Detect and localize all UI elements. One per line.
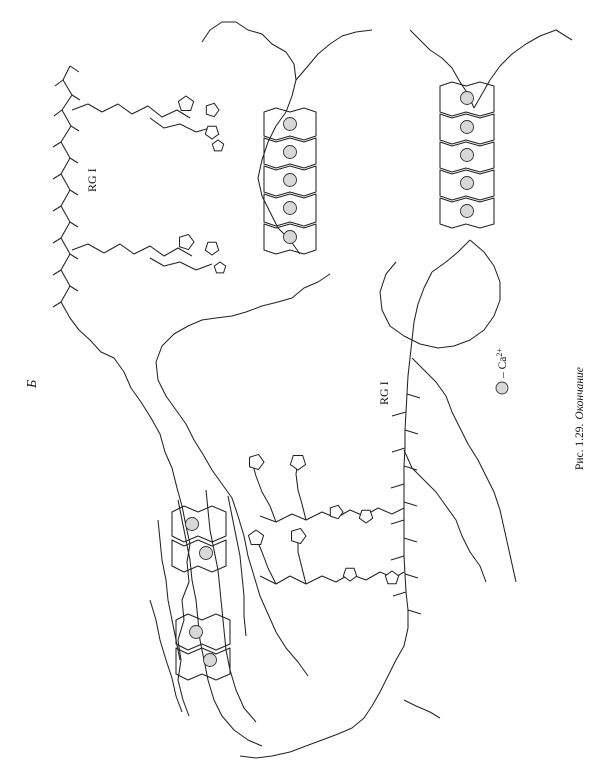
left-backbone-chain <box>60 65 191 717</box>
ca-ion-11 <box>185 517 199 531</box>
rg-upper-label: RG I <box>85 168 99 192</box>
upper-middle-branch <box>295 29 373 81</box>
ca-ion-2 <box>283 145 297 159</box>
legend-ca-text: – Ca <box>497 357 509 379</box>
right-loop-chain <box>379 239 501 349</box>
bottom-left-hook <box>149 599 183 713</box>
legend-ca-symbol <box>495 381 509 395</box>
sugar-ring-4 <box>211 139 225 152</box>
sugar-ring-3 <box>204 125 220 140</box>
lower-side-chain-2 <box>259 571 405 585</box>
lower-side-chain-4 <box>295 461 307 521</box>
right-bottom-chain <box>403 699 441 719</box>
ca-ion-6 <box>460 91 474 105</box>
rg-upper-side-chain-4 <box>149 257 213 271</box>
sugar-ring-2 <box>205 102 220 118</box>
panel-letter: Б <box>25 380 40 389</box>
legend-ca-label: – Ca2+ <box>495 348 509 379</box>
right-lower-chain-2 <box>403 449 487 583</box>
rg-upper-side-chain-2 <box>149 117 211 133</box>
ca-legend: – Ca2+ <box>495 348 509 395</box>
egg-box-lower-left-frame <box>171 505 231 681</box>
sugar-ring-12 <box>358 509 374 524</box>
figure-caption: Рис. 1.29. Окончание <box>574 367 586 470</box>
right-rg-backbone-zigzag <box>390 393 422 615</box>
egg-box-junctions <box>171 81 495 681</box>
caption-title: Окончание <box>574 367 586 420</box>
side-chain-rings <box>177 95 400 585</box>
ca-ion-9 <box>460 176 474 190</box>
ca-ion-3 <box>283 173 297 187</box>
ca-ion-1 <box>283 117 297 131</box>
egg-box-upper-left-frame <box>263 107 317 255</box>
polysaccharide-chains <box>52 21 573 759</box>
rg-lower-label: RG I <box>377 381 391 405</box>
sugar-ring-14 <box>329 504 344 520</box>
left-backbone-zigzag <box>52 65 81 308</box>
legend-ca-charge: 2+ <box>495 348 504 357</box>
bottom-left-chain-2 <box>205 489 257 723</box>
sugar-ring-1 <box>177 95 195 111</box>
rg-upper-side-chain-3 <box>71 243 193 257</box>
right-top-chain-2 <box>473 29 573 109</box>
sugar-ring-5 <box>179 233 195 251</box>
egg-box-upper-right-frame <box>439 81 495 229</box>
ca-ion-7 <box>460 120 474 134</box>
sugar-ring-11 <box>291 527 307 545</box>
sugar-ring-9 <box>289 455 307 471</box>
ca-ion-5 <box>283 230 297 244</box>
central-loop-chain <box>155 273 331 677</box>
rg-upper-side-chain-1 <box>71 103 191 119</box>
sugar-ring-7 <box>213 261 227 274</box>
sugar-ring-10 <box>247 529 265 545</box>
ca-ion-8 <box>460 148 474 162</box>
right-lower-chain-1 <box>411 357 517 583</box>
calcium-ions <box>185 91 474 667</box>
bottom-left-chain-4 <box>157 519 181 661</box>
lower-side-chain-6 <box>297 536 307 585</box>
bottom-left-chain-3 <box>227 495 247 637</box>
lower-side-chain-3 <box>251 461 277 523</box>
right-rg-backbone <box>239 239 471 759</box>
bottom-left-chain-1 <box>177 499 263 747</box>
ca-ion-14 <box>203 653 217 667</box>
ca-ion-12 <box>199 546 213 560</box>
caption-number: Рис. 1.29. <box>574 423 586 470</box>
sugar-ring-6 <box>204 241 220 256</box>
sugar-ring-15 <box>342 567 358 582</box>
sugar-ring-8 <box>249 453 265 471</box>
ca-ion-10 <box>460 204 474 218</box>
ca-ion-13 <box>189 625 203 639</box>
sugar-ring-13 <box>384 570 400 585</box>
upper-middle-chain <box>201 21 301 255</box>
ca-ion-4 <box>283 201 297 215</box>
